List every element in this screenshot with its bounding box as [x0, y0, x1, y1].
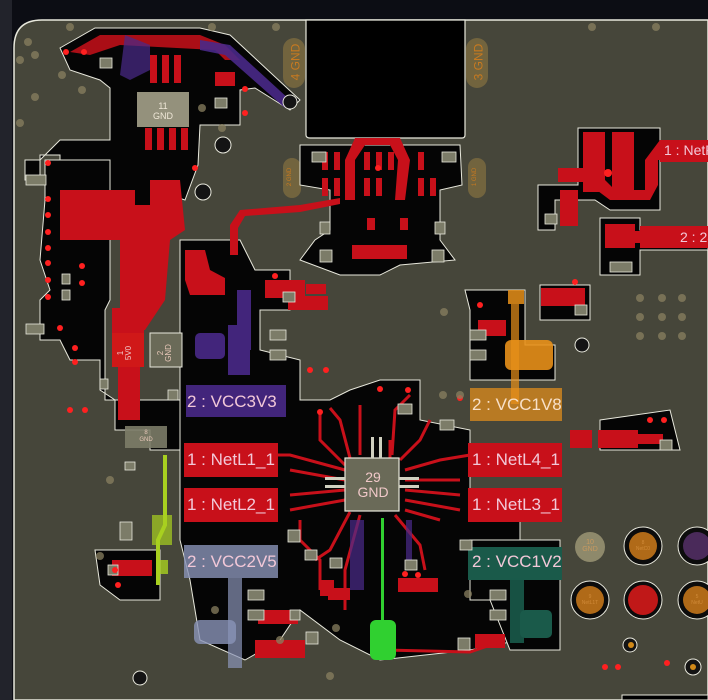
- hole-5-net: NetU: [691, 600, 703, 606]
- ic-pad-11-num: 11: [158, 101, 168, 111]
- net-label-vcc1v8[interactable]: 2 : VCC1V8: [472, 395, 562, 414]
- through-hole-pad-purple[interactable]: [677, 526, 708, 566]
- qfn-pad-29-net: GND: [357, 484, 389, 500]
- connector-pad-3-num: 3: [471, 73, 486, 81]
- hole-8-num: 8: [641, 540, 645, 546]
- red-vias: [45, 49, 670, 670]
- hole-9-net: NetL1T: [581, 600, 599, 606]
- net-label-vcc3v3[interactable]: 2 : VCC3V3: [187, 392, 277, 411]
- connector-cutout: [305, 19, 466, 139]
- hole-5-num: 5: [695, 594, 699, 600]
- net-vcc3v3-region: [120, 35, 412, 590]
- through-hole-pad-9[interactable]: [570, 580, 610, 620]
- net-vcc1v2-region: [468, 547, 562, 643]
- hole-9-num: 9: [588, 594, 592, 600]
- connector-pad-1[interactable]: [468, 158, 486, 198]
- gnd-pad-10-num: 10: [586, 539, 594, 546]
- net-label-netl4[interactable]: 1 : NetL4_1: [472, 450, 560, 469]
- connector-pad-3[interactable]: [466, 38, 488, 88]
- drill-marks: [16, 23, 686, 680]
- net-vcc2v5-region: [184, 545, 278, 668]
- qfn-ic[interactable]: [325, 437, 419, 512]
- hole-8-net: NetC0: [635, 546, 651, 552]
- smd-pads: [25, 57, 673, 651]
- net-label-28[interactable]: 2 : 28: [680, 229, 708, 245]
- connector-pad-2-num: 2: [287, 182, 294, 187]
- connector-pad-1-num: 1: [472, 182, 479, 187]
- net-label-netl1[interactable]: 1 : NetL1_1: [187, 450, 275, 469]
- through-hole-pad-8[interactable]: [623, 526, 663, 566]
- reg-pad-1-net: 5V0: [124, 345, 134, 361]
- net-green-trace: [370, 518, 396, 660]
- qfn-traces: [270, 393, 506, 654]
- gnd-pad-10[interactable]: [575, 532, 605, 562]
- reg-pad-2-net: GND: [163, 344, 173, 362]
- net-label-netl3[interactable]: 1 : NetL3_1: [472, 495, 560, 514]
- connector-pad-2-net: GND: [287, 167, 294, 182]
- net-lime-trace: [152, 455, 172, 585]
- net-label-netl2[interactable]: 1 : NetL2_1: [187, 495, 275, 514]
- reg-pad-8-num: 8: [144, 430, 148, 436]
- regulator-pad-2-gnd[interactable]: [149, 332, 183, 368]
- connector-pad-4-net: GND: [288, 43, 303, 71]
- regulator-pad-8-gnd[interactable]: [125, 426, 167, 448]
- connector-pad-3-net: GND: [471, 43, 486, 71]
- reg-pad-8-net: GND: [139, 437, 153, 443]
- connector-pad-4[interactable]: [283, 38, 305, 88]
- net-label-vcc1v2[interactable]: 2 : VCC1V2: [472, 552, 562, 571]
- ic-gnd-pad-11[interactable]: [137, 92, 189, 127]
- connector-pad-1-net: GND: [472, 167, 479, 182]
- net-label-vcc2v5[interactable]: 2 : VCC2V5: [187, 552, 277, 571]
- bottom-bar: [621, 694, 708, 700]
- net-label-netf[interactable]: 1 : NetF: [664, 142, 708, 158]
- through-hole-pad-5[interactable]: [677, 580, 708, 620]
- small-orange-vias: [628, 642, 696, 670]
- connector-pad-4-num: 4: [288, 73, 303, 81]
- ic-pad-11-net: GND: [153, 111, 173, 121]
- top-copper-layer: [60, 35, 708, 658]
- qfn-pad-29-num: 29: [365, 469, 381, 485]
- net-vcc1v8-region: [470, 290, 562, 421]
- through-hole-pad-red[interactable]: [623, 580, 663, 620]
- regulator-pad-1-5v0[interactable]: [112, 333, 144, 367]
- connector-pad-2[interactable]: [283, 158, 301, 198]
- gnd-pad-10-net: GND: [582, 546, 598, 553]
